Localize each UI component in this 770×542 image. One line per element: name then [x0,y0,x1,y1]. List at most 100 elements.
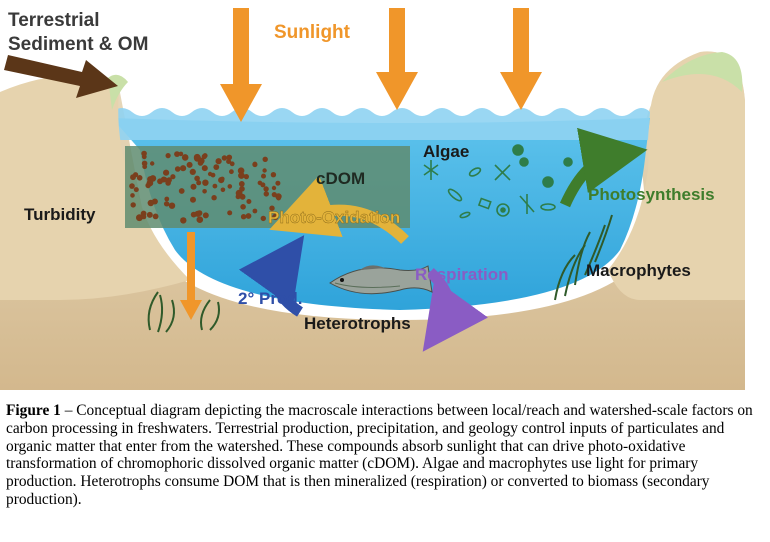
algae-cell-icon [542,176,554,188]
particle [245,213,252,219]
macrophyte-icon [165,299,175,333]
carbon-processing-diagram: Terrestrial Sediment & OM Sunlight cDOM … [0,8,745,391]
algae-cell-icon [519,157,529,167]
particle [275,180,281,186]
particle [202,212,209,219]
photosynthesis-arrow [559,127,648,208]
water-surface [112,108,650,140]
figure-label: Figure 1 [6,402,61,419]
particle [130,202,136,208]
particle [252,208,258,214]
algae-cell-icon [468,167,482,177]
particle [170,174,176,180]
particle [178,188,185,194]
particle [142,164,148,170]
particle [190,196,196,203]
sunlight-arrow [220,8,262,122]
particle [146,211,153,218]
photosynthesis-label: Photosynthesis [588,185,715,204]
algae-cell-icon [563,157,573,167]
algae-cell-icon [494,164,511,181]
particle [145,182,151,189]
macrophyte-icon [209,301,220,331]
particle [180,165,187,172]
secondary-production-arrow [238,235,305,317]
particle [263,186,269,192]
figure-caption: Figure 1 – Conceptual diagram depicting … [6,402,764,509]
particle [150,161,155,166]
heterotrophs-label: Heterotrophs [304,314,411,333]
particle [165,153,171,159]
particle [226,154,233,161]
particle [180,217,187,224]
particle [220,187,226,193]
macrophyte-icon [594,214,613,263]
particle [196,180,202,186]
particle [220,176,225,182]
particle [194,175,200,182]
particle [141,154,147,160]
particle [262,156,268,162]
turbidity-label: Turbidity [24,205,96,224]
particle [238,172,245,179]
algae-cell-icon [496,203,510,217]
particle [136,175,143,181]
particle [164,196,170,202]
particle [252,161,258,168]
photo-oxidation-label: Photo-Oxidation [268,208,400,227]
macrophyte-icon [584,224,606,276]
particle [212,183,218,189]
algae-cell-icon [447,188,463,202]
particle [181,154,189,161]
terrestrial-input-arrow [4,55,118,98]
particle [190,211,197,218]
particle [149,175,157,182]
particle [201,153,207,160]
macrophyte-icon [157,294,164,333]
particle [168,202,176,209]
particle [152,213,159,220]
particle [227,184,233,189]
particle [196,216,204,223]
particle [213,164,220,171]
macrophyte-icon [200,299,211,331]
sunlight-arrow [500,8,542,110]
macrophyte-icon [574,231,591,286]
respiration-arrow [422,267,489,352]
cdom-label: cDOM [316,169,365,188]
right-bank [608,51,745,301]
algae-cell-icon [423,160,439,180]
particle [243,174,249,180]
caption-text: – Conceptual diagram depicting the macro… [6,402,753,508]
particle [178,151,184,157]
algae-cluster [423,144,573,219]
particle [163,201,170,207]
particle [257,180,263,186]
settling-arrow [180,232,202,320]
particle [221,155,228,161]
particle [261,173,266,179]
particle [215,158,222,165]
particle [276,195,281,201]
macrophytes-left [147,291,220,333]
particle [262,168,267,173]
particle [193,153,201,161]
particle [130,193,135,198]
particle [237,167,245,174]
particle [207,171,213,177]
particle [238,181,245,187]
algae-cell-icon [519,194,535,214]
particle [211,195,217,201]
particle [229,169,234,175]
right-bank-grass [662,52,743,92]
algae-cell-icon [540,203,556,211]
particle [229,161,235,167]
particle [235,189,243,197]
particle [260,215,266,222]
particle [136,214,143,222]
secondary-production-label: 2° Prod. [238,289,302,308]
macrophyte-icon [147,291,159,331]
particle [227,210,233,216]
fish-icon [329,265,433,295]
particle [197,160,204,166]
